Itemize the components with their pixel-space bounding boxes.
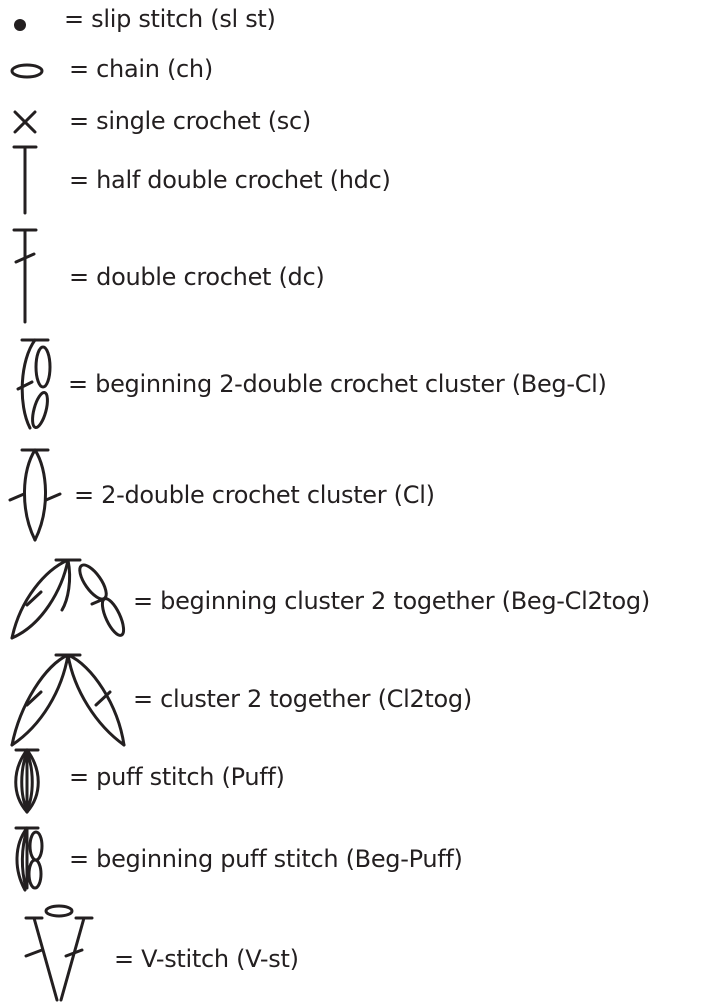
legend-label-beginning-puff-stitch: = beginning puff stitch (Beg-Puff) — [69, 845, 463, 873]
legend-label-cluster: = 2-double crochet cluster (Cl) — [74, 481, 435, 509]
legend-label-v-stitch: = V-stitch (V-st) — [114, 945, 299, 973]
legend-label-half-double-crochet: = half double crochet (hdc) — [69, 166, 391, 194]
legend-label-puff-stitch: = puff stitch (Puff) — [69, 763, 285, 791]
legend-label-single-crochet: = single crochet (sc) — [69, 107, 311, 135]
legend-label-beginning-cluster-2-together: = beginning cluster 2 together (Beg-Cl2t… — [133, 587, 650, 615]
legend-label-chain: = chain (ch) — [69, 55, 213, 83]
slip-stitch-icon — [14, 19, 26, 31]
legend-label-cluster-2-together: = cluster 2 together (Cl2tog) — [133, 685, 472, 713]
puff-stitch-icon — [14, 748, 40, 814]
legend-label-beginning-cluster: = beginning 2-double crochet cluster (Be… — [68, 370, 607, 398]
single-crochet-icon — [13, 110, 37, 134]
half-double-crochet-icon — [12, 145, 38, 215]
v-stitch-icon — [24, 904, 94, 1002]
beginning-cluster-2-together-icon — [10, 558, 126, 640]
double-crochet-icon — [12, 228, 38, 324]
legend-label-slip-stitch: = slip stitch (sl st) — [64, 5, 276, 33]
cluster-2-together-icon — [10, 653, 126, 747]
legend-label-double-crochet: = double crochet (dc) — [69, 263, 325, 291]
beginning-puff-stitch-icon — [14, 826, 44, 892]
chain-icon — [10, 63, 44, 79]
cluster-icon — [8, 448, 62, 542]
beginning-cluster-icon — [16, 338, 52, 430]
